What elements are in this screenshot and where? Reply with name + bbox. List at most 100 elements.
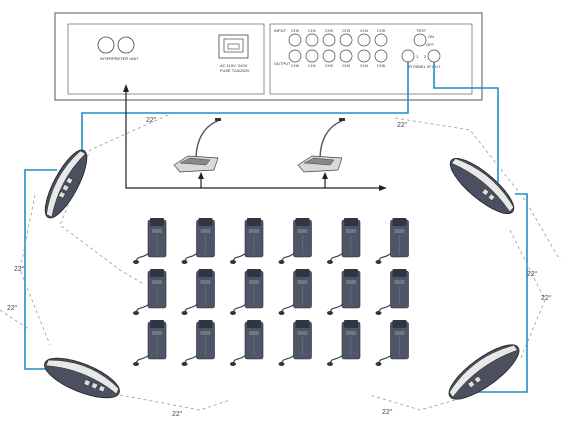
receiver-top — [247, 218, 261, 226]
receiver-top — [150, 218, 164, 226]
ir-radiator-top-right — [449, 158, 515, 214]
coverage-left-upper — [59, 114, 169, 286]
earphone-bud — [181, 311, 188, 315]
receiver-top — [392, 218, 407, 226]
receiver-display — [394, 331, 405, 335]
mic-base-top — [179, 157, 211, 166]
radiator-control — [481, 188, 490, 196]
channel-label-bottom-2: CH2 — [325, 63, 334, 68]
radiator-control — [65, 177, 74, 185]
port-2-label: 2 — [424, 54, 427, 59]
mic-gooseneck — [195, 120, 219, 161]
blue-cables — [24, 62, 528, 393]
channel-label-top-0: CH0 — [291, 28, 300, 33]
mic-bus-line — [125, 90, 380, 189]
coverage-right-mid — [509, 229, 546, 361]
receiver-display — [297, 229, 308, 233]
output-jack — [357, 49, 371, 63]
arrowhead-right-icon — [379, 185, 387, 191]
earphone-bud — [278, 362, 285, 366]
receiver-display — [297, 331, 308, 335]
receiver-display — [200, 331, 211, 335]
channel-label-top-3: CH3 — [342, 28, 351, 33]
power-label-2: FUSE T2A/250V — [220, 68, 250, 73]
radiator-control — [61, 184, 70, 192]
coverage-right-upper — [394, 117, 561, 261]
channel-label-top-4: CH4 — [360, 28, 369, 33]
earphone-bud — [375, 311, 382, 315]
receiver — [327, 269, 361, 315]
coverage-lines — [0, 114, 561, 411]
earphone-bud — [278, 260, 285, 264]
mic-head — [215, 118, 221, 121]
cable-port1-to-left-radiators — [81, 62, 409, 158]
interface-connector-2 — [117, 36, 135, 54]
receiver — [181, 218, 215, 264]
test-label: TEST — [416, 28, 427, 33]
receiver-top — [198, 269, 213, 277]
output-jack — [339, 49, 353, 63]
receiver — [181, 320, 215, 366]
radiator-control — [98, 385, 106, 393]
receiver-display — [152, 331, 162, 335]
earphone-bud — [181, 260, 188, 264]
receiver — [133, 269, 167, 315]
input-jack — [305, 33, 319, 47]
main-unit-right-panel — [269, 23, 473, 95]
arrowhead-up-icon — [198, 172, 204, 179]
receiver-display — [152, 229, 162, 233]
radiator-body — [44, 357, 120, 399]
receiver — [230, 320, 264, 366]
coverage-left-lower — [19, 194, 51, 346]
radiator-control — [90, 382, 99, 390]
test-button — [413, 33, 427, 47]
channel-label-top-2: CH2 — [325, 28, 334, 33]
subpanel-left-label: IR PANEL — [408, 64, 427, 69]
channel-label-bottom-5: CH5 — [377, 63, 386, 68]
receiver — [327, 218, 361, 264]
channel-label-bottom-4: CH4 — [360, 63, 369, 68]
earphone-bud — [327, 311, 333, 315]
microphone-2 — [297, 118, 345, 173]
earphone-bud — [133, 311, 139, 315]
microphone-bus — [123, 84, 387, 191]
coverage-right-bottom — [369, 394, 456, 411]
receiver-display — [152, 280, 162, 284]
earphone-bud — [327, 260, 333, 264]
receiver-display — [249, 280, 259, 284]
receiver-display — [249, 229, 259, 233]
receiver-display — [394, 229, 405, 233]
receiver — [278, 218, 312, 264]
receiver-display — [200, 280, 211, 284]
input-jack — [357, 33, 371, 47]
main-unit-left-panel — [67, 23, 265, 95]
cable-right-radiator-chain — [478, 193, 528, 393]
receiver-top — [344, 320, 358, 328]
receiver — [278, 320, 312, 366]
receiver-display — [200, 229, 211, 233]
radiator-control — [473, 375, 482, 384]
ir-radiator-top-left — [44, 149, 88, 219]
channel-label-top-5: CH5 — [377, 28, 386, 33]
receiver-top — [247, 269, 261, 277]
receiver-top — [295, 269, 310, 277]
receiver-display — [394, 280, 405, 284]
receiver — [230, 269, 264, 315]
receiver — [327, 320, 361, 366]
off-label: OFF — [426, 42, 435, 47]
radiator-face — [451, 158, 515, 213]
receiver-top — [247, 320, 261, 328]
earphone-bud — [230, 311, 236, 315]
input-jack — [322, 33, 336, 47]
input-jack — [374, 33, 388, 47]
radiator-face — [46, 150, 87, 218]
receiver — [133, 218, 167, 264]
receiver-top — [150, 320, 164, 328]
ir-radiator-bottom-right — [448, 344, 520, 400]
earphone-bud — [327, 362, 333, 366]
channel-label-bottom-1: CH1 — [308, 63, 317, 68]
arrowhead-up-icon — [123, 84, 129, 92]
receiver — [375, 269, 409, 315]
receiver-display — [346, 229, 356, 233]
coverage-left-side — [0, 309, 31, 331]
